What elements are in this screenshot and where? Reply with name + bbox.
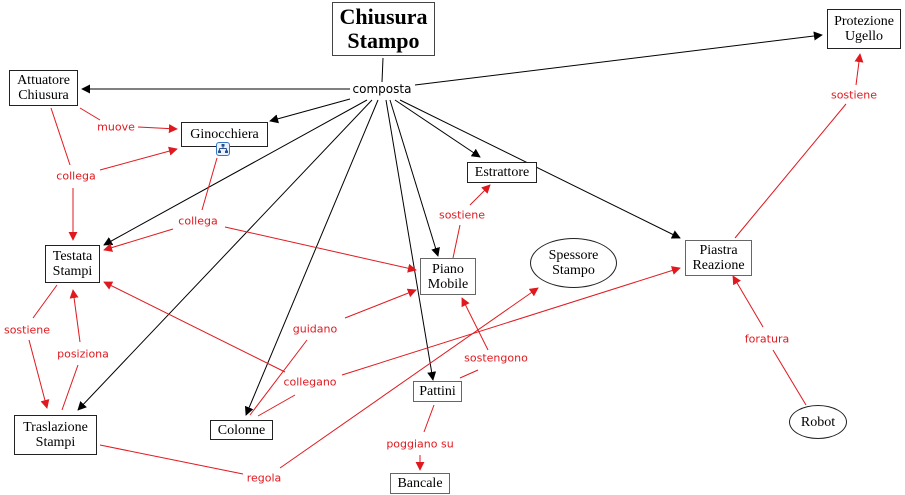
link-composta-estrattore <box>394 99 481 158</box>
link-label-foratura[interactable]: foratura <box>742 332 792 346</box>
link-label-sostiene-estrattore[interactable]: sostiene <box>436 208 488 222</box>
concept-attuatore-chiusura[interactable]: Attuatore Chiusura <box>9 70 78 106</box>
link-composta-traslazione <box>77 99 373 411</box>
link-label-sostiene-traslazione[interactable]: sostiene <box>1 323 53 337</box>
link-piano-sostiene <box>452 224 461 259</box>
link-pattini-sostengono <box>459 369 479 379</box>
link-sostengono-piano <box>461 297 489 351</box>
link-regola-spessore <box>279 287 539 469</box>
concept-testata-stampi[interactable]: Testata Stampi <box>45 245 100 283</box>
concept-estrattore[interactable]: Estrattore <box>467 162 537 183</box>
concept-protezione-ugello[interactable]: Protezione Ugello <box>827 9 901 49</box>
link-label-guidano[interactable]: guidano <box>290 322 340 336</box>
link-posiziona-testata <box>69 289 81 343</box>
link-attuatore-muove <box>79 107 101 121</box>
link-label-collega-1[interactable]: collega <box>54 169 98 183</box>
link-composta-testata <box>103 99 368 246</box>
link-label-regola[interactable]: regola <box>244 471 284 485</box>
concept-bancale[interactable]: Bancale <box>390 473 450 494</box>
link-label-sostiene-ugello[interactable]: sostiene <box>828 88 880 102</box>
concept-piano-mobile[interactable]: Piano Mobile <box>420 258 476 295</box>
link-label-collegano[interactable]: collegano <box>281 375 339 389</box>
link-guidano-piano <box>344 288 417 319</box>
link-sostiene-traslazione <box>28 339 50 409</box>
link-collega-ginocchiera <box>99 146 178 171</box>
link-composta-piano <box>389 99 440 257</box>
link-label-posiziona[interactable]: posiziona <box>55 347 111 361</box>
link-collegano-piastra <box>341 266 681 376</box>
concept-piastra-reazione[interactable]: Piastra Reazione <box>685 240 752 276</box>
link-attuatore-collega <box>50 107 71 166</box>
link-sostiene-ugello <box>854 53 864 86</box>
link-composta-ginocchiera <box>269 98 351 124</box>
concept-chiusura-stampo[interactable]: Chiusura Stampo <box>332 2 435 56</box>
link-collegano-testata <box>103 281 286 373</box>
link-ginocchiera-collega <box>201 157 218 211</box>
concept-robot[interactable]: Robot <box>789 405 847 439</box>
link-traslazione-regola <box>99 444 244 475</box>
link-colonne-collegano <box>257 394 296 417</box>
link-label-sostengono[interactable]: sostengono <box>462 351 530 365</box>
link-sostiene-estrattore <box>469 184 491 206</box>
link-collega-testata-2 <box>103 228 174 252</box>
link-traslazione-posiziona <box>61 364 79 411</box>
link-composta-colonne <box>244 99 379 416</box>
link-foratura-piastra <box>732 275 764 328</box>
link-composta-pattini <box>385 99 437 381</box>
concept-spessore-stampo[interactable]: Spessore Stampo <box>530 238 617 288</box>
link-pattini-poggiano <box>423 404 435 433</box>
link-robot-foratura <box>772 349 807 406</box>
hierarchy-icon[interactable] <box>216 142 230 156</box>
concept-traslazione-stampi[interactable]: Traslazione Stampi <box>14 415 97 455</box>
link-composta-protezione <box>414 31 823 86</box>
link-label-composta[interactable]: composta <box>350 82 414 96</box>
link-collega-piano <box>224 226 417 273</box>
concept-colonne[interactable]: Colonne <box>210 420 273 440</box>
link-colonne-guidano <box>249 339 308 416</box>
concept-pattini[interactable]: Pattini <box>413 381 462 402</box>
link-title-composta <box>381 57 384 83</box>
link-label-poggiano-su[interactable]: poggiano su <box>384 437 456 451</box>
link-testata-sostiene <box>32 284 58 319</box>
link-composta-piastra <box>399 99 681 239</box>
link-piastra-sostiene <box>734 103 847 239</box>
link-label-muove[interactable]: muove <box>95 120 137 134</box>
link-label-collega-2[interactable]: collega <box>176 214 220 228</box>
link-muove-ginocchiera <box>137 124 178 134</box>
